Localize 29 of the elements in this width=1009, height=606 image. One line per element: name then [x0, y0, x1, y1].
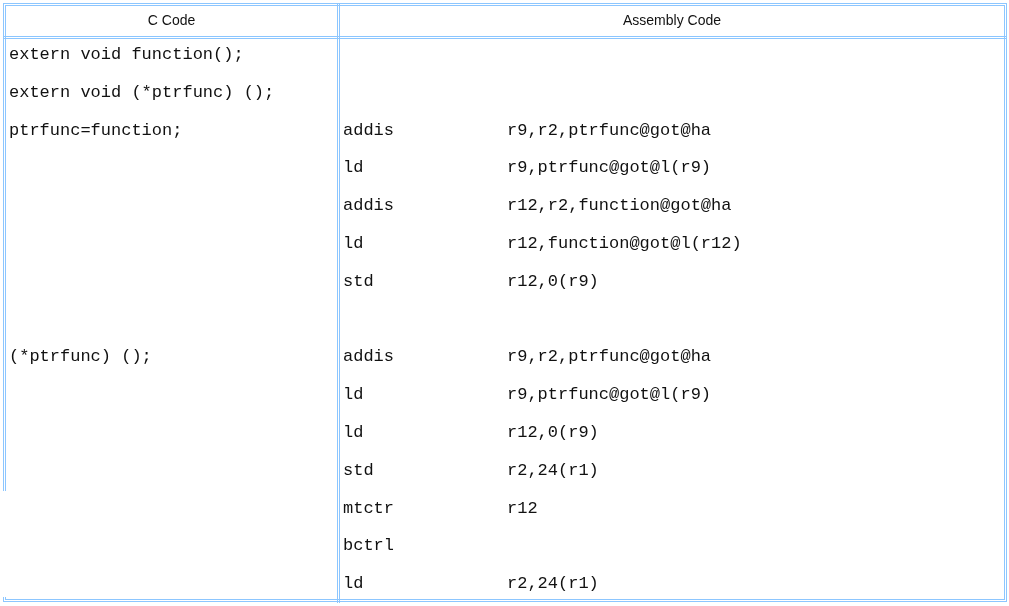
c-code-line: extern void function(); — [9, 44, 244, 66]
assembly-opcode: bctrl — [343, 535, 394, 558]
column-header: C Code — [146, 11, 197, 30]
assembly-opcode: addis — [343, 346, 394, 369]
c-code-line: extern void (*ptrfunc) (); — [9, 81, 275, 104]
assembly-operands: r12,0(r9) — [507, 270, 599, 293]
column-header: Assembly Code — [621, 11, 722, 30]
assembly-opcode: ld — [343, 573, 364, 596]
assembly-opcode: mtctr — [343, 497, 394, 520]
assembly-opcode: addis — [343, 195, 394, 218]
assembly-opcode: ld — [343, 233, 364, 255]
assembly-opcode: addis — [343, 119, 394, 142]
assembly-opcode: std — [343, 270, 374, 293]
assembly-operands: r9,ptrfunc@got@l(r9) — [507, 384, 712, 407]
assembly-operands: r9,r2,ptrfunc@got@ha — [507, 119, 712, 142]
c-code-line: ptrfunc=function; — [9, 119, 183, 142]
assembly-operands: r2,24(r1) — [507, 459, 599, 482]
assembly-operands: r12 — [507, 497, 538, 520]
assembly-operands: r12,function@got@l(r12) — [507, 233, 742, 255]
assembly-operands: r9,ptrfunc@got@l(r9) — [507, 157, 712, 180]
assembly-operands: r12,0(r9) — [507, 422, 599, 444]
assembly-operands: r9,r2,ptrfunc@got@ha — [507, 346, 712, 369]
assembly-opcode: ld — [343, 384, 364, 407]
assembly-operands: r2,24(r1) — [507, 573, 599, 596]
c-code-line: (*ptrfunc) (); — [9, 346, 152, 369]
assembly-operands: r12,r2,function@got@ha — [507, 195, 732, 218]
assembly-opcode: std — [343, 459, 374, 482]
assembly-opcode: ld — [343, 157, 364, 180]
assembly-opcode: ld — [343, 422, 364, 444]
